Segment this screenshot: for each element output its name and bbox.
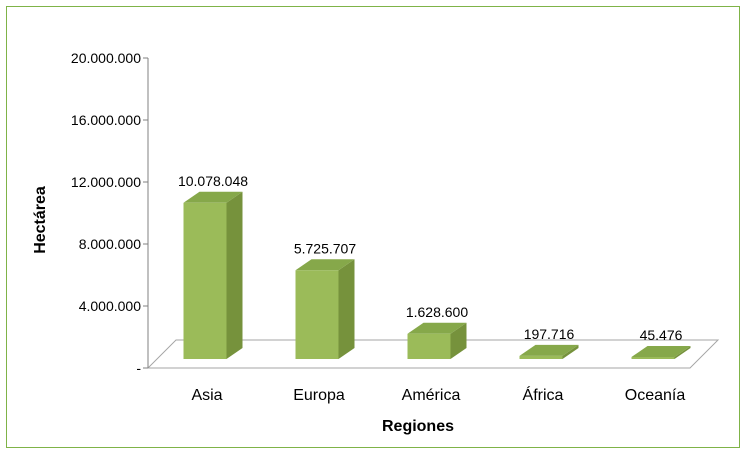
bar-top-face <box>519 344 579 356</box>
bar-side-face <box>338 259 355 359</box>
data-labels: 10.078.048 5.725.707 1.628.600 197.716 45.47… <box>178 173 683 343</box>
x-category-label: Europa <box>293 387 345 404</box>
x-category-label: América <box>402 387 461 404</box>
bar-top-face <box>631 346 691 357</box>
x-category-label: África <box>523 385 564 404</box>
x-axis-title: Regiones <box>382 418 454 435</box>
bar-front-face <box>519 355 563 359</box>
bar-side-face <box>450 322 467 359</box>
bar-front-face <box>183 202 227 359</box>
bar-front-face <box>631 357 675 359</box>
bar-top-face <box>407 322 467 334</box>
y-tick-label: 16.000.000 <box>71 112 141 128</box>
chart-frame <box>6 6 740 448</box>
x-axis-categories: Asia Europa América África Oceanía <box>191 385 685 404</box>
bar-side-face <box>674 346 691 359</box>
y-tick-label: 20.000.000 <box>71 50 141 66</box>
data-label: 197.716 <box>524 326 575 342</box>
bar-side-face <box>562 344 579 359</box>
bar-top-face <box>295 259 355 271</box>
bar-0 <box>183 191 243 359</box>
bar-front-face <box>295 270 339 359</box>
bar-4 <box>631 346 691 359</box>
y-tick-label: 8.000.000 <box>79 236 141 252</box>
y-tick-label: - <box>136 360 141 376</box>
y-axis: - 4.000.000 8.000.000 12.000.000 16.000.000 2… <box>71 50 149 376</box>
bar-side-face <box>226 191 243 359</box>
data-label: 10.078.048 <box>178 173 248 189</box>
bar-2 <box>407 322 467 359</box>
y-tick-label: 12.000.000 <box>71 174 141 190</box>
bar-top-face <box>183 191 243 203</box>
data-label: 5.725.707 <box>294 240 356 256</box>
bar-1 <box>295 259 355 359</box>
bar-front-face <box>407 333 451 359</box>
data-label: 45.476 <box>640 327 683 343</box>
y-tick-label: 4.000.000 <box>79 298 141 314</box>
y-axis-title: Hectárea <box>32 186 49 254</box>
bar-3 <box>519 344 579 359</box>
bars <box>183 191 691 359</box>
data-label: 1.628.600 <box>406 304 468 320</box>
x-category-label: Oceanía <box>625 387 686 404</box>
x-category-label: Asia <box>191 387 222 404</box>
